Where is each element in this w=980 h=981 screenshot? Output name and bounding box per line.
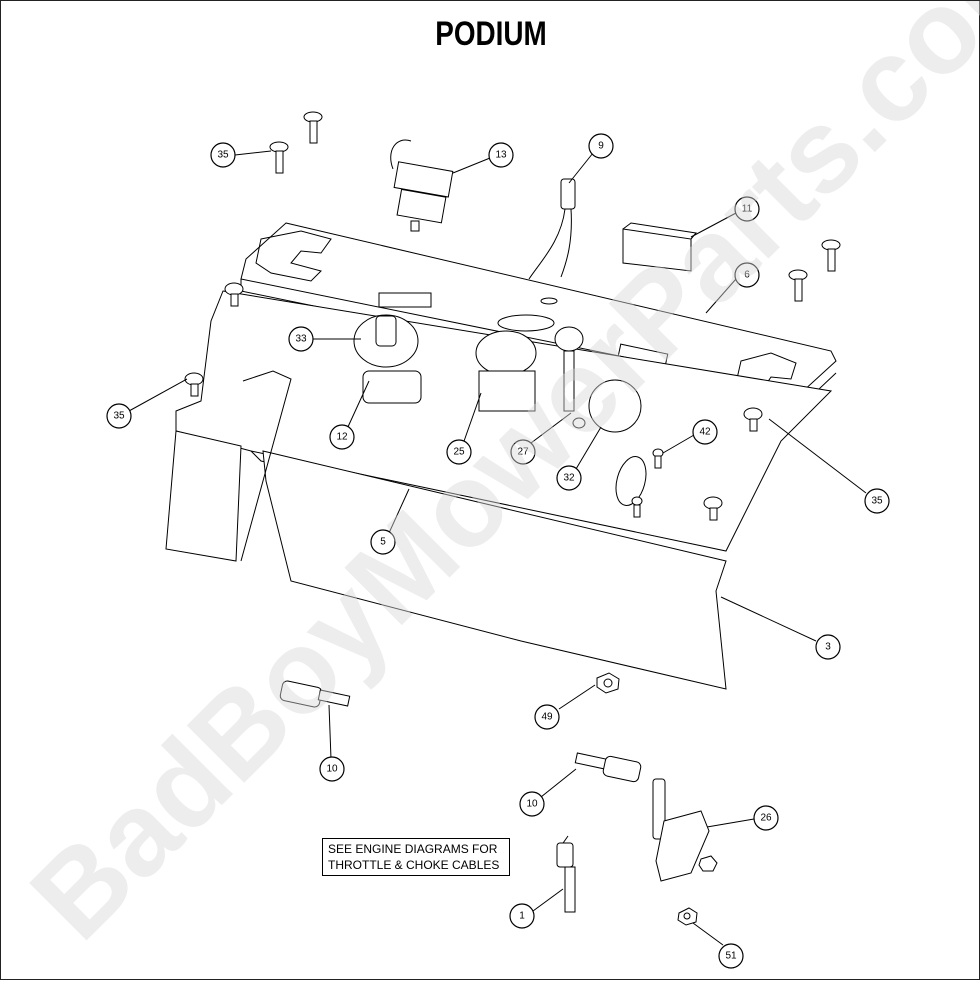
part-26-bracket <box>652 778 718 882</box>
callout-51: 51 <box>718 943 744 969</box>
part-12-ignition <box>362 370 422 404</box>
page-title: PODIUM <box>435 15 547 53</box>
callout-27: 27 <box>510 439 536 465</box>
callout-1: 1 <box>509 903 535 929</box>
svg-text:11: 11 <box>742 204 753 215</box>
svg-text:33: 33 <box>295 334 307 345</box>
svg-text:10: 10 <box>526 799 538 810</box>
svg-text:51: 51 <box>725 951 737 962</box>
svg-text:35: 35 <box>871 496 883 507</box>
callout-35-left: 35 <box>106 403 132 429</box>
svg-text:35: 35 <box>113 411 125 422</box>
part-10-fitting-right <box>574 752 642 783</box>
part-27-shaft <box>554 326 586 429</box>
svg-text:32: 32 <box>563 473 575 484</box>
svg-text:3: 3 <box>825 642 831 653</box>
svg-text:12: 12 <box>336 432 348 443</box>
part-3-lower-cover <box>165 370 727 690</box>
part-33-key-switch <box>353 314 419 368</box>
callout-3: 3 <box>815 634 841 660</box>
part-42-bolt <box>652 448 664 469</box>
svg-text:42: 42 <box>699 427 711 438</box>
leader-lines <box>128 150 867 946</box>
part-25-pto <box>475 330 537 412</box>
callout-25: 25 <box>446 439 472 465</box>
callout-10-right: 10 <box>519 791 545 817</box>
part-1-cable <box>556 835 576 913</box>
svg-text:13: 13 <box>495 150 507 161</box>
callout-5: 5 <box>370 529 396 555</box>
svg-text:9: 9 <box>598 141 604 152</box>
svg-text:27: 27 <box>517 447 529 458</box>
note-line-1: SEE ENGINE DIAGRAMS FOR <box>328 842 498 856</box>
engine-diagram-note: SEE ENGINE DIAGRAMS FOR THROTTLE & CHOKE… <box>322 838 510 876</box>
callout-42: 42 <box>692 419 718 445</box>
callout-6: 6 <box>734 262 760 288</box>
part-35-bolts <box>184 111 841 521</box>
callout-26: 26 <box>753 805 779 831</box>
note-line-2: THROTTLE & CHOKE CABLES <box>328 858 500 872</box>
svg-text:35: 35 <box>217 150 229 161</box>
callout-9: 9 <box>588 133 614 159</box>
svg-text:1: 1 <box>519 911 525 922</box>
callout-49: 49 <box>534 704 560 730</box>
svg-text:49: 49 <box>541 712 553 723</box>
callout-10-left: 10 <box>319 756 345 782</box>
part-9-indicator <box>528 178 576 280</box>
callout-33: 33 <box>288 326 314 352</box>
part-51-nut <box>677 907 698 926</box>
svg-text:25: 25 <box>453 447 465 458</box>
svg-text:5: 5 <box>380 537 386 548</box>
svg-text:10: 10 <box>326 764 338 775</box>
callout-11: 11 <box>734 196 760 222</box>
part-13-switch <box>390 139 454 232</box>
part-11-hour-meter <box>622 222 697 272</box>
part-32-knob <box>588 379 642 433</box>
callout-35-top-left: 35 <box>210 142 236 168</box>
svg-text:6: 6 <box>744 270 750 281</box>
callout-13: 13 <box>488 142 514 168</box>
part-49-nut <box>596 672 620 694</box>
callout-32: 32 <box>556 465 582 491</box>
part-10-fitting-left <box>279 680 351 708</box>
callout-35-right: 35 <box>864 488 890 514</box>
callout-12: 12 <box>329 424 355 450</box>
svg-text:26: 26 <box>760 813 772 824</box>
